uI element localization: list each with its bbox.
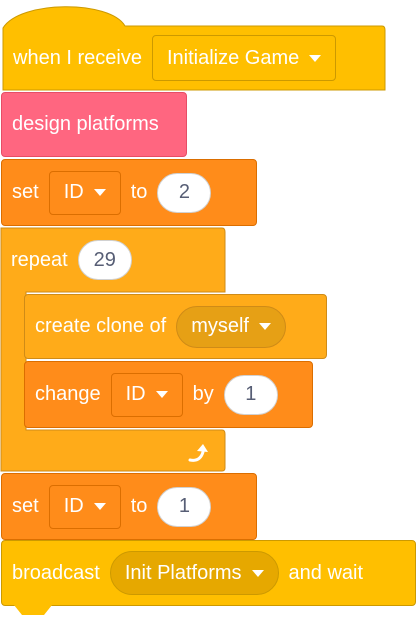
variable-dropdown[interactable]: ID <box>48 484 121 529</box>
clone-label: create clone of <box>35 315 167 337</box>
set-label: set <box>12 181 39 203</box>
and-wait-label: and wait <box>288 561 364 584</box>
caret-down-icon <box>93 189 106 196</box>
change-variable-block[interactable]: change ID by 1 <box>24 361 313 428</box>
loop-arrow-icon <box>188 444 208 462</box>
variable-dropdown[interactable]: ID <box>110 372 183 417</box>
by-label: by <box>192 383 214 405</box>
message-dropdown[interactable]: Initialize Game <box>151 35 337 81</box>
set-label: set <box>12 495 39 517</box>
change-value-input[interactable]: 1 <box>223 374 278 415</box>
value-input[interactable]: 2 <box>157 172 212 213</box>
set-variable-block-1[interactable]: set ID to 2 <box>1 159 257 226</box>
custom-block-label: design platforms <box>12 113 159 135</box>
change-label: change <box>35 383 101 405</box>
broadcast-label: broadcast <box>12 561 100 584</box>
repeat-count-input[interactable]: 29 <box>77 240 132 280</box>
stack-bottom-notch <box>14 605 52 615</box>
to-label: to <box>130 495 148 517</box>
to-label: to <box>130 181 148 203</box>
caret-down-icon <box>309 54 322 62</box>
value-input[interactable]: 1 <box>157 486 212 527</box>
create-clone-block[interactable]: create clone of myself <box>24 294 327 359</box>
broadcast-message-dropdown[interactable]: Init Platforms <box>109 551 279 595</box>
caret-down-icon <box>155 391 168 398</box>
variable-dropdown[interactable]: ID <box>48 170 121 215</box>
design-platforms-block[interactable]: design platforms <box>1 92 187 157</box>
repeat-block[interactable]: repeat 29 <box>1 228 225 292</box>
clone-target-dropdown[interactable]: myself <box>176 305 286 348</box>
set-variable-block-2[interactable]: set ID to 1 <box>1 473 257 540</box>
caret-down-icon <box>251 569 264 577</box>
broadcast-and-wait-block[interactable]: broadcast Init Platforms and wait <box>1 540 416 606</box>
hat-label: when I receive <box>13 46 142 69</box>
repeat-label: repeat <box>11 248 68 271</box>
caret-down-icon <box>93 503 106 510</box>
when-i-receive-block[interactable]: when I receive Initialize Game <box>3 26 385 90</box>
caret-down-icon <box>259 323 271 330</box>
